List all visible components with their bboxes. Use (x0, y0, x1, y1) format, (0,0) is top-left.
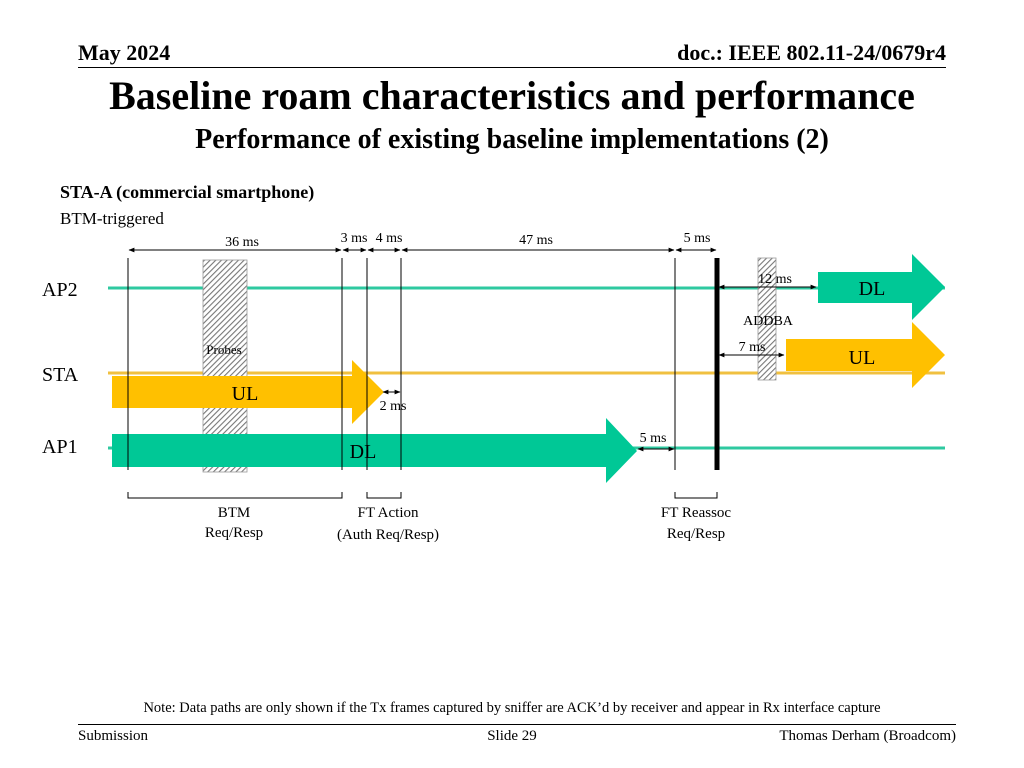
probes-label: Probes (206, 342, 241, 357)
interval-7ms-label: 7 ms (739, 340, 766, 355)
interval-12ms-label: 12 ms (758, 272, 792, 287)
footer-author: Thomas Derham (Broadcom) (779, 728, 956, 744)
row-label-sta: STA (42, 364, 79, 386)
footer-submission: Submission (78, 728, 149, 744)
footer-slide-number: Slide 29 (487, 728, 537, 744)
slide-title: Baseline roam characteristics and perfor… (109, 73, 915, 118)
btm-label-line2: Req/Resp (205, 525, 263, 541)
interval-36ms-label: 36 ms (225, 235, 259, 250)
interval-47ms-label: 47 ms (519, 233, 553, 248)
header-doc-id: doc.: IEEE 802.11-24/0679r4 (677, 40, 946, 65)
interval-3ms-label: 3 ms (341, 231, 368, 246)
interval-5ms-top-label: 5 ms (684, 231, 711, 246)
ft-action-label-line1: FT Action (358, 505, 419, 521)
ap2-dl-label: DL (859, 278, 886, 300)
device-label: STA-A (commercial smartphone) (60, 182, 315, 202)
header-rule (78, 67, 946, 68)
ft-action-label-line2: (Auth Req/Resp) (337, 527, 439, 543)
footer-rule (78, 724, 956, 725)
ap2-dl-arrow (818, 254, 945, 320)
btm-label-line1: BTM (218, 505, 251, 521)
interval-5ms-ap1-label: 5 ms (640, 431, 667, 446)
sta-ul-old-arrow (112, 360, 384, 424)
footnote: Note: Data paths are only shown if the T… (143, 700, 881, 716)
ft-reassoc-label-line1: FT Reassoc (661, 505, 731, 521)
bracket-ft-action (366, 492, 402, 499)
slide-subtitle: Performance of existing baseline impleme… (195, 124, 829, 155)
header-date: May 2024 (78, 40, 171, 65)
addba-label: ADDBA (743, 314, 794, 329)
interval-4ms-label: 4 ms (376, 231, 403, 246)
trigger-label: BTM-triggered (60, 209, 164, 228)
ap1-dl-arrow (112, 418, 637, 483)
sta-ul-old-label: UL (232, 383, 259, 405)
interval-2ms-label: 2 ms (380, 399, 407, 414)
row-label-ap2: AP2 (42, 279, 78, 301)
bracket-btm (127, 492, 343, 499)
sta-ul-new-arrow (786, 322, 945, 388)
bracket-ft-reassoc (674, 492, 718, 499)
ap1-dl-label: DL (350, 441, 377, 463)
sta-ul-new-label: UL (849, 347, 876, 369)
ft-reassoc-label-line2: Req/Resp (667, 526, 725, 542)
row-label-ap1: AP1 (42, 436, 78, 458)
